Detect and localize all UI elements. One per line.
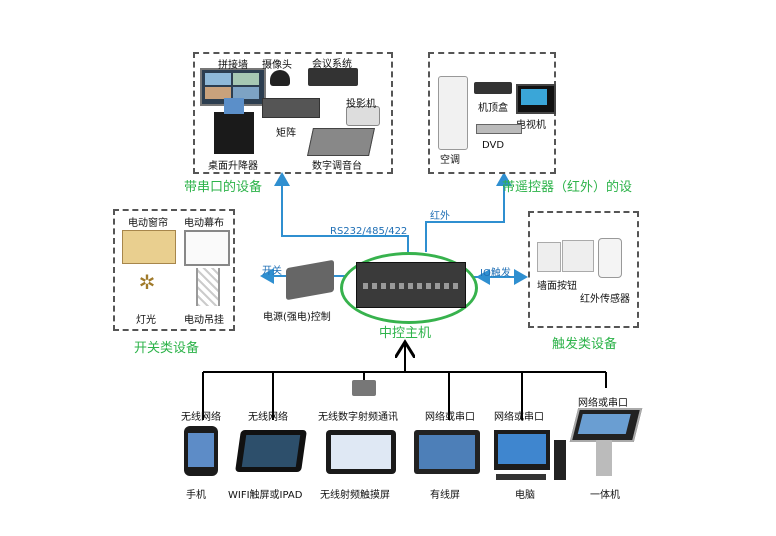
switch-group-title: 开关类设备: [134, 341, 200, 356]
terminal-6-link: 网络或串口: [578, 398, 628, 409]
dvd-image: [476, 124, 522, 134]
projector-image: [346, 106, 380, 126]
rs-link-line: [274, 172, 409, 252]
ac-image: [438, 76, 468, 150]
rs-link-label: RS232/485/422: [330, 226, 408, 237]
mixer-image: [307, 128, 375, 156]
tv-image: [516, 84, 556, 114]
terminal-3-link: 无线数字射频通讯: [318, 412, 398, 423]
ir-sensor-label: 红外传感器: [580, 294, 630, 305]
wall-button-image: [537, 242, 561, 272]
io-link-label: IO触发: [480, 268, 511, 279]
matrix-label: 矩阵: [276, 128, 296, 139]
terminal-5-link: 网络或串口: [494, 412, 544, 423]
ir-link-label: 红外: [430, 211, 450, 222]
projector-label: 投影机: [346, 99, 376, 110]
computer-monitor-image: [494, 430, 550, 470]
ir-group-title: 带遥控器（红外）的设: [502, 180, 633, 195]
ir-link-line: [425, 172, 512, 252]
switch-link-label: 开关: [262, 266, 282, 277]
kiosk-stand-image: [596, 440, 612, 476]
conference-label: 会议系统: [312, 59, 352, 70]
wired-screen-image: [414, 430, 480, 474]
tv-label: 电视机: [516, 120, 546, 131]
host-label: 中控主机: [379, 326, 432, 341]
mixer-label: 数字调音台: [312, 161, 362, 172]
light-image: ✲: [138, 270, 156, 294]
light-label: 灯光: [136, 315, 156, 326]
desk-lift-label: 桌面升降器: [208, 161, 258, 172]
hanger-image: [196, 268, 220, 306]
rf-module-image: [352, 380, 376, 396]
kiosk-image: [569, 408, 643, 442]
ac-label: 空调: [440, 155, 460, 166]
keyboard-image: [496, 474, 546, 480]
terminal-6-name: 一体机: [590, 490, 620, 501]
terminal-2-name: WIFI触屏或IPAD: [228, 490, 303, 501]
terminal-4-name: 有线屏: [430, 490, 460, 501]
screen-label: 电动幕布: [184, 218, 224, 229]
ir-sensor-image: [598, 238, 622, 278]
trigger-group-title: 触发类设备: [552, 337, 618, 352]
trigger-devices-box: [528, 211, 639, 328]
serial-devices-box: [193, 52, 393, 174]
matrix-image: [262, 98, 320, 118]
terminal-1-name: 手机: [186, 490, 206, 501]
terminal-2-link: 无线网络: [248, 412, 288, 423]
host-ellipse: [340, 252, 478, 324]
dvd-label: DVD: [482, 140, 505, 151]
camera-label: 摄像头: [262, 60, 292, 71]
hanger-label: 电动吊挂: [184, 315, 224, 326]
curtain-image: [122, 230, 176, 264]
wall-button-image-2: [562, 240, 594, 272]
splice-wall-label: 拼接墙: [218, 60, 248, 71]
terminal-3-name: 无线射频触摸屏: [320, 490, 390, 501]
phone-image: [184, 426, 218, 476]
switch-devices-box: [113, 209, 235, 331]
serial-group-title: 带串口的设备: [184, 180, 263, 195]
terminal-5-name: 电脑: [515, 490, 535, 501]
wall-button-label: 墙面按钮: [537, 281, 577, 292]
stb-label: 机顶盒: [478, 103, 508, 114]
desk-lift-image: [214, 98, 254, 154]
conference-image: [308, 68, 358, 86]
screen-image: [184, 230, 230, 266]
stb-image: [474, 82, 512, 94]
rf-touchscreen-image: [326, 430, 396, 474]
camera-image: [270, 70, 290, 86]
computer-tower-image: [554, 440, 566, 480]
curtain-label: 电动窗帘: [128, 218, 168, 229]
ipad-image: [235, 430, 307, 472]
terminal-4-link: 网络或串口: [425, 412, 475, 423]
power-control-label: 电源(强电)控制: [263, 312, 331, 323]
terminal-1-link: 无线网络: [181, 412, 221, 423]
splice-wall-image: [200, 68, 266, 106]
host-device-image: [356, 262, 466, 308]
